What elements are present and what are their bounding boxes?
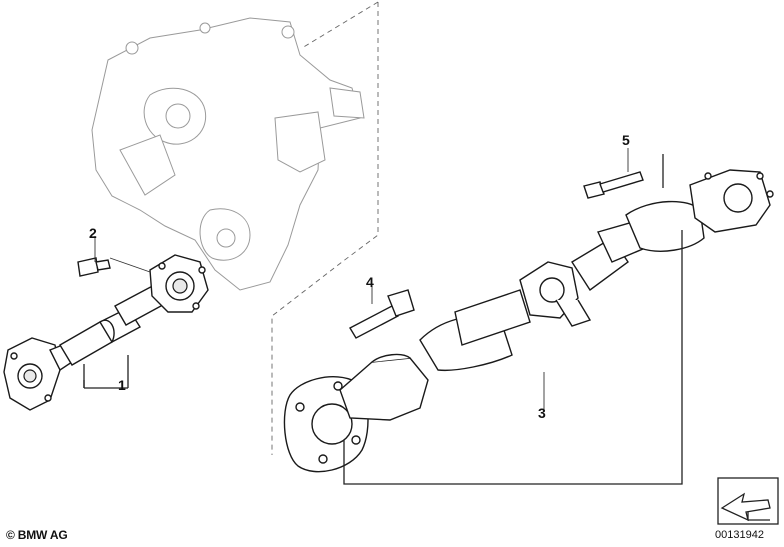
main-propeller-shaft	[283, 169, 774, 473]
bolt-part-5	[583, 171, 644, 199]
reference-arrow-box	[717, 477, 779, 525]
callout-1: 1	[118, 377, 126, 393]
leader-lines	[83, 148, 683, 485]
callout-4: 4	[366, 274, 374, 290]
document-number: 00131942	[715, 529, 764, 541]
transfer-case-illustration	[91, 17, 365, 291]
callout-3: 3	[538, 405, 546, 421]
front-propeller-shaft	[3, 254, 209, 411]
bolt-part-4	[349, 289, 415, 339]
copyright-text: © BMW AG	[6, 528, 68, 542]
bolt-part-2	[77, 257, 111, 277]
callout-5: 5	[622, 132, 630, 148]
assembly-boundary-dashed	[271, 1, 379, 455]
callout-2: 2	[89, 225, 97, 241]
